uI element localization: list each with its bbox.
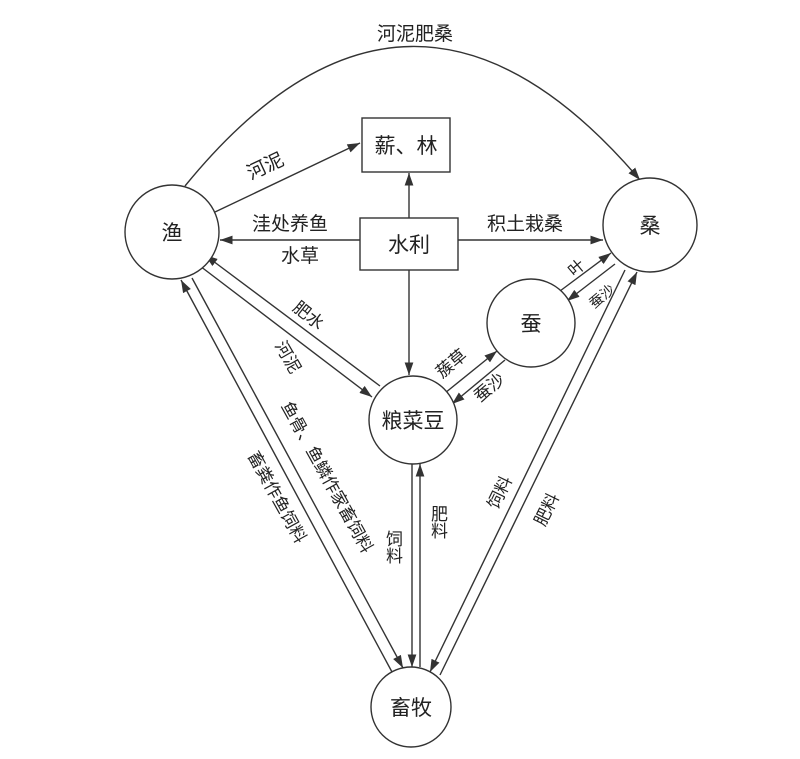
node-water-label: 水利 — [388, 233, 430, 257]
node-fish-label: 渔 — [162, 221, 183, 245]
label-river-mud: 河泥 — [270, 338, 304, 377]
node-mulberry — [602, 177, 698, 273]
arrow-silkworm-to-mulberry — [559, 252, 612, 292]
label-fertilizer-1: 肥料 — [427, 505, 448, 539]
arrow-silkworm-to-grain — [451, 359, 506, 405]
node-silkworm-label: 蚕 — [521, 312, 542, 336]
arrow-grain-to-silkworm — [444, 350, 498, 394]
node-firewood-label: 薪、林 — [375, 134, 438, 158]
node-silkworm — [486, 278, 576, 368]
label-feed-2: 饲料 — [484, 473, 517, 512]
label-fertilizer-2: 肥料 — [531, 490, 564, 529]
label-leaf: 叶 — [564, 255, 588, 280]
label-low-fish: 洼处养鱼 — [252, 213, 328, 235]
label-silk-sand-1: 蚕沙 — [587, 282, 619, 312]
arc-fish-to-mulberry — [184, 45, 641, 187]
label-soil-mulberry: 积土栽桑 — [487, 213, 563, 235]
label-mud-fertilize-mulberry: 河泥肥桑 — [377, 23, 453, 45]
node-livestock — [370, 666, 452, 748]
node-fish — [124, 184, 220, 280]
arrow-fish-to-livestock — [191, 277, 404, 669]
node-water — [359, 217, 459, 271]
arrow-fish-to-firewood — [214, 142, 361, 213]
node-grain — [368, 375, 458, 465]
label-water-grass: 水草 — [281, 245, 319, 267]
node-firewood — [361, 117, 451, 173]
label-mud-to-wood: 河泥 — [244, 149, 288, 185]
label-silk-sand-2: 蚕沙 — [470, 370, 509, 407]
arrow-livestock-to-mulberry — [439, 271, 638, 676]
arrow-fish-to-grain — [199, 265, 373, 398]
label-feed-1: 饲料 — [382, 530, 403, 564]
arrow-mulberry-to-silkworm — [566, 263, 616, 302]
node-livestock-label: 畜牧 — [390, 696, 432, 720]
label-fertile-water: 肥水 — [289, 298, 328, 335]
node-mulberry-label: 桑 — [640, 214, 661, 238]
arrow-grain-to-fish — [204, 254, 381, 387]
arrow-mulberry-to-livestock — [429, 269, 626, 673]
node-grain-label: 粮菜豆 — [382, 409, 445, 433]
arrow-livestock-to-fish — [180, 279, 393, 673]
label-manure-fish: 畜粪作鱼饲料 — [243, 448, 310, 547]
